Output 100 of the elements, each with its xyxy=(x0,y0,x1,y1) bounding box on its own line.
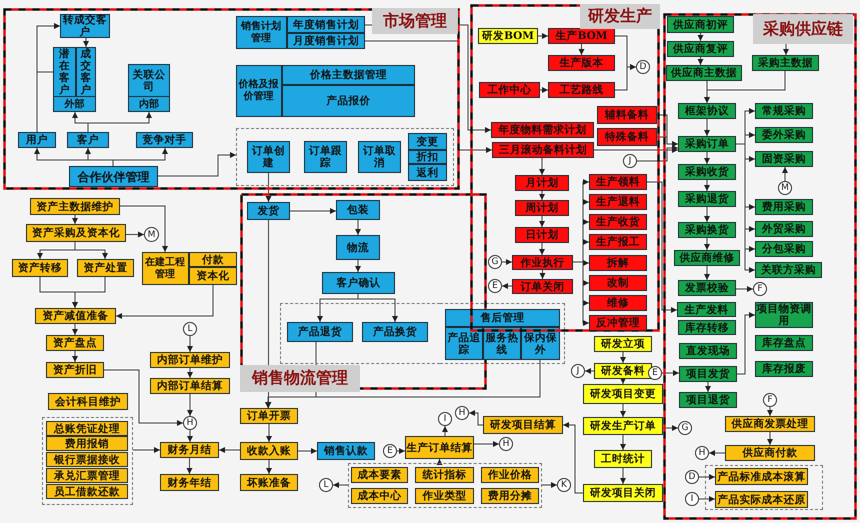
process-box: 价格主数据管理 xyxy=(282,65,415,85)
arrow xyxy=(736,312,756,374)
arrow xyxy=(698,474,716,480)
arrow xyxy=(358,294,398,322)
process-box: 资产盘点 xyxy=(46,335,104,351)
arrow xyxy=(266,460,272,474)
process-box: 研发立项 xyxy=(594,336,652,352)
process-box: 生产领料 xyxy=(589,174,647,190)
arrow xyxy=(704,152,710,164)
process-box: 三月滚动备料计划 xyxy=(492,142,594,158)
process-box: 资产采购及资本化 xyxy=(26,224,126,242)
process-box: 维修 xyxy=(589,295,647,311)
process-box: 产品报价 xyxy=(282,85,415,117)
arrow xyxy=(704,266,710,280)
process-box: 订单关闭 xyxy=(512,279,573,294)
reference-circle: L xyxy=(183,322,197,336)
process-box: 生产退料 xyxy=(589,194,647,210)
process-box: 研发BOM xyxy=(478,28,538,44)
process-box: 财务月结 xyxy=(160,442,219,458)
arrow xyxy=(187,368,193,378)
process-box: 费用报销 xyxy=(46,436,128,451)
dashed-group-frame xyxy=(705,465,823,510)
process-box: 变更 xyxy=(408,133,447,150)
process-box: 用户 xyxy=(18,132,56,148)
arrow xyxy=(736,286,754,292)
arrow xyxy=(662,425,678,431)
section-title: 采购供应链 xyxy=(753,14,853,44)
arrow xyxy=(187,336,193,352)
arrow xyxy=(332,482,348,488)
process-box: 成本中心 xyxy=(351,488,408,504)
process-box: 项目物资调用 xyxy=(755,302,813,328)
arrow xyxy=(442,426,448,436)
reference-circle: D xyxy=(685,470,699,484)
process-box: 成交客户 xyxy=(76,47,96,97)
process-box: 研发项目关闭 xyxy=(583,484,663,502)
process-box: 供应商复评 xyxy=(667,41,734,57)
process-box: 统计指标 xyxy=(415,467,474,483)
arrow xyxy=(72,350,78,362)
arrow xyxy=(104,370,184,426)
dashed-group-frame xyxy=(42,417,133,505)
arrow xyxy=(594,147,678,153)
process-box: 产品退货 xyxy=(287,322,353,342)
dashed-group-frame xyxy=(280,303,440,364)
process-box: 资产主数据维护 xyxy=(30,198,120,215)
process-box: 外贸采购 xyxy=(755,221,813,237)
process-box: 付款 xyxy=(189,252,237,267)
process-box: 折扣 xyxy=(408,150,447,164)
arrow xyxy=(120,206,168,252)
process-box: 潜在客户 xyxy=(53,47,76,97)
process-box: 研发生产订单 xyxy=(583,417,663,435)
process-box: 销售认款 xyxy=(317,442,375,460)
arrow xyxy=(783,44,789,56)
arrow xyxy=(539,242,545,256)
group-box xyxy=(142,252,237,285)
arrow xyxy=(290,208,336,214)
arrow xyxy=(656,136,678,147)
reference-circle: F xyxy=(763,393,777,407)
process-box: 采购退货 xyxy=(678,191,736,207)
arrow xyxy=(539,158,545,176)
process-box: 员工借款还款 xyxy=(46,484,128,499)
arrow xyxy=(468,410,484,426)
process-box: 采购主数据 xyxy=(752,55,819,71)
process-box: 承兑汇票管理 xyxy=(46,468,128,483)
arrow xyxy=(705,382,711,392)
reference-circle: H xyxy=(499,437,513,451)
arrow xyxy=(620,378,626,384)
reference-circle: J xyxy=(623,154,637,168)
process-box: 客户 xyxy=(67,132,109,148)
process-box: 合作伙伴管理 xyxy=(69,166,158,187)
process-box: 供应商初评 xyxy=(667,16,734,33)
reference-circle: M xyxy=(778,181,792,195)
process-box: 分包采购 xyxy=(755,241,813,257)
process-box: 研发备料 xyxy=(594,363,652,379)
arrow xyxy=(704,70,786,104)
process-box: 订单开票 xyxy=(240,408,298,424)
process-box: 年度物料需求计划 xyxy=(491,122,594,138)
group-box xyxy=(236,65,415,117)
process-box: 内部订单结算 xyxy=(150,378,230,394)
reference-circle: H xyxy=(455,406,469,420)
arrow xyxy=(578,44,584,56)
process-box: 改制 xyxy=(589,275,647,291)
process-box: 生产报工 xyxy=(589,234,647,250)
reference-circle: I xyxy=(438,412,452,426)
process-box: 产品实际成本还原 xyxy=(715,491,808,508)
process-box: 客户确认 xyxy=(322,272,395,294)
process-box: 研发项目变更 xyxy=(583,384,663,404)
arrow xyxy=(538,33,548,39)
process-box: 内部订单维护 xyxy=(150,352,230,368)
reference-circle: D xyxy=(636,60,650,74)
process-box: 供应商主数据 xyxy=(666,65,742,81)
process-box: 订单创建 xyxy=(247,141,290,173)
arrow xyxy=(620,434,626,450)
process-box: 库存盘点 xyxy=(755,335,813,351)
process-box: 生产订单结算 xyxy=(405,436,474,459)
process-box: 研发项目结算 xyxy=(483,416,563,434)
arrow xyxy=(36,23,60,72)
reference-circle: H xyxy=(183,416,197,430)
arrow xyxy=(474,441,500,447)
arrow xyxy=(698,56,704,66)
process-box: 工作中心 xyxy=(479,82,540,98)
